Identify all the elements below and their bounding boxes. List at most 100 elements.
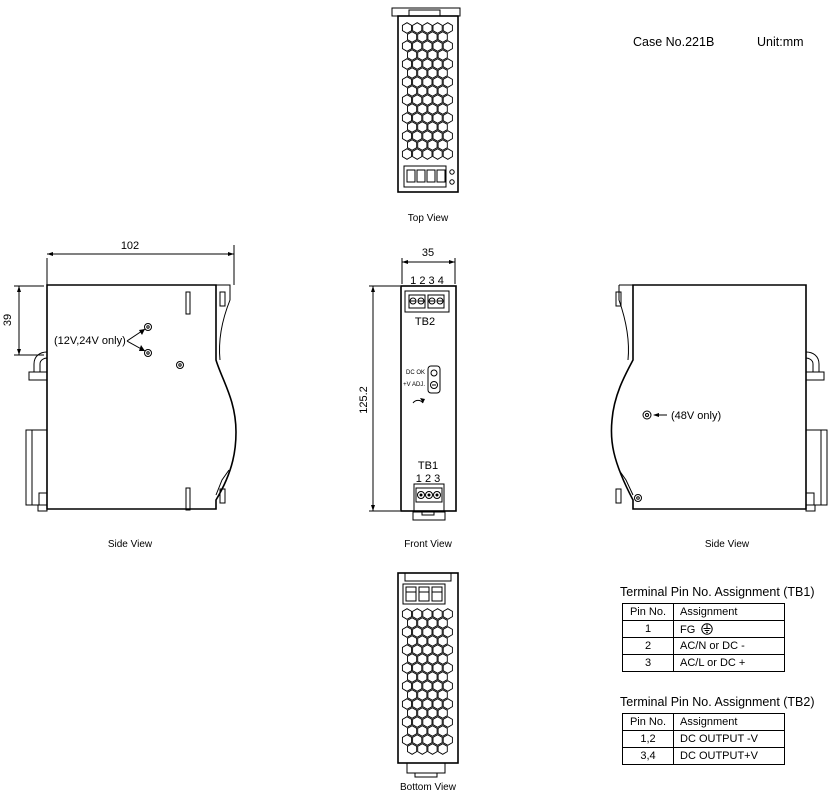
vent-hole [401, 698, 413, 710]
table-row: 3 AC/L or DC + [622, 654, 785, 672]
vent-hole [412, 716, 423, 728]
top-view-label: Top View [408, 213, 449, 224]
pin-cell: 3 [622, 654, 674, 672]
vent-hole [407, 121, 418, 133]
vent-hole [437, 725, 448, 737]
tb2-label: TB2 [415, 316, 435, 328]
table-header-row: Pin No. Assignment [622, 713, 785, 731]
vent-hole [432, 626, 443, 638]
vent-hole [437, 689, 448, 701]
vent-hole [417, 139, 428, 151]
tb2-table-title: Terminal Pin No. Assignment (TB2) [620, 695, 815, 709]
vent-hole [417, 743, 428, 755]
vent-hole [432, 130, 443, 142]
vent-hole [427, 743, 438, 755]
vent-hole [407, 103, 418, 115]
vent-hole [437, 707, 448, 719]
vent-hole [432, 680, 443, 692]
vent-hole [422, 716, 433, 728]
vent-hole [427, 689, 438, 701]
table-header-row: Pin No. Assignment [622, 603, 785, 621]
vent-hole [442, 644, 453, 656]
vent-hole [427, 635, 438, 647]
vent-hole [422, 698, 433, 710]
vent-hole [427, 707, 438, 719]
vent-hole [442, 680, 453, 692]
vent-hole [401, 734, 413, 746]
vent-hole [432, 608, 443, 620]
dimension-125-2: 125.2 [358, 386, 370, 414]
assignment-cell: FG [673, 620, 785, 638]
vent-hole [442, 716, 453, 728]
case-number: Case No.221B [633, 35, 715, 49]
table-row: 2 AC/N or DC - [622, 637, 785, 655]
pin-cell: 2 [622, 637, 674, 655]
tb2-pin-numbers: 1 2 3 4 [410, 275, 444, 287]
vent-hole [422, 76, 433, 88]
vent-hole [422, 130, 433, 142]
pin-cell: 1 [622, 620, 674, 638]
vent-hole [442, 626, 453, 638]
vent-hole [442, 112, 453, 124]
table-header-cell: Pin No. [622, 603, 674, 621]
vent-hole [437, 743, 448, 755]
tb1-pin-numbers: 1 2 3 [416, 473, 440, 485]
dimension-35: 35 [422, 247, 434, 259]
vent-hole [432, 94, 443, 106]
vent-hole [417, 689, 428, 701]
vent-hole [401, 148, 413, 160]
vent-hole [401, 644, 413, 656]
vent-hole [417, 617, 428, 629]
vent-hole [422, 22, 433, 34]
vent-hole [442, 76, 453, 88]
vent-hole [407, 653, 418, 665]
vent-hole [412, 698, 423, 710]
vent-hole [442, 734, 453, 746]
assignment-cell: AC/N or DC - [673, 637, 785, 655]
vent-hole [427, 617, 438, 629]
vent-hole [417, 671, 428, 683]
vent-hole [417, 707, 428, 719]
vent-hole [432, 40, 443, 52]
vent-hole [417, 725, 428, 737]
bottom-view [397, 572, 459, 778]
vent-hole [422, 58, 433, 70]
vent-hole [442, 94, 453, 106]
vent-hole [442, 40, 453, 52]
vent-hole [442, 148, 453, 160]
top-view [391, 7, 461, 193]
vent-hole [427, 67, 438, 79]
vent-hole [422, 94, 433, 106]
vent-hole [401, 76, 413, 88]
vent-hole [417, 85, 428, 97]
vent-hole [427, 49, 438, 61]
vent-hole [437, 139, 448, 151]
unit-label: Unit:mm [757, 35, 804, 49]
vent-hole [432, 662, 443, 674]
table-row: 1 FG [622, 620, 785, 638]
vent-hole [412, 76, 423, 88]
assignment-cell: DC OUTPUT+V [673, 747, 785, 765]
pin-cell: 1,2 [622, 730, 674, 748]
tb1-pin-table: Pin No. Assignment 1 FG 2 AC/N or DC - 3… [622, 603, 785, 672]
vent-hole [442, 608, 453, 620]
vent-hole [432, 734, 443, 746]
vent-hole [407, 49, 418, 61]
vent-hole [401, 680, 413, 692]
side-left-voltage-note: (12V,24V only) [54, 335, 126, 347]
vent-hole [427, 103, 438, 115]
vent-hole [417, 121, 428, 133]
vent-hole [407, 31, 418, 43]
vent-hole [412, 112, 423, 124]
vent-hole [412, 644, 423, 656]
vent-hole [442, 130, 453, 142]
vent-hole [437, 31, 448, 43]
vent-hole [417, 31, 428, 43]
vent-hole [432, 58, 443, 70]
front-view [369, 258, 457, 521]
side-view-left [14, 245, 237, 512]
vent-hole [422, 644, 433, 656]
table-row: 1,2 DC OUTPUT -V [622, 730, 785, 748]
table-row: 3,4 DC OUTPUT+V [622, 747, 785, 765]
